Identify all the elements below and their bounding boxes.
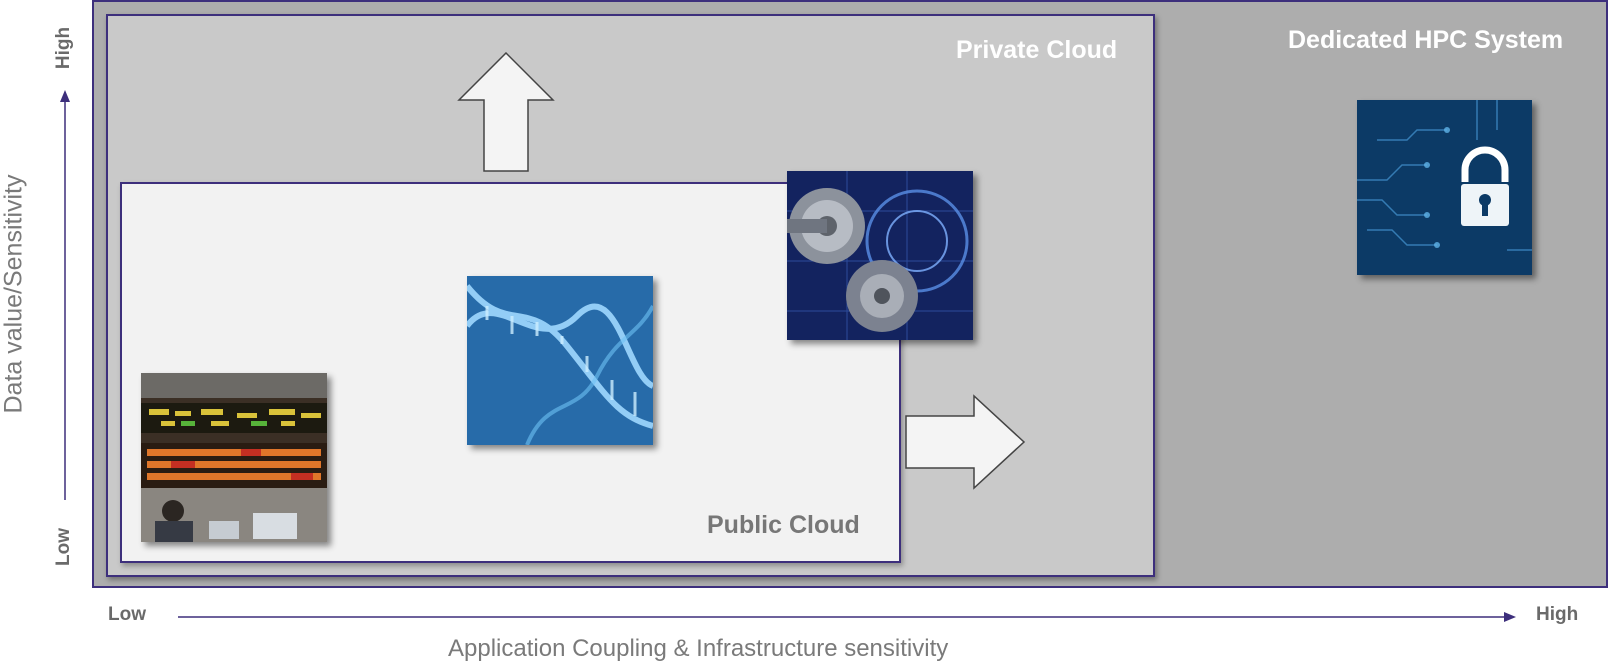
x-axis-title: Application Coupling & Infrastructure se…	[448, 635, 949, 662]
hpc-label: Dedicated HPC System	[1288, 26, 1564, 54]
x-axis-line	[178, 612, 1516, 622]
dna-image	[467, 276, 653, 445]
right-arrow-icon	[905, 394, 1026, 490]
private-cloud-label: Private Cloud	[956, 36, 1118, 64]
y-axis-low-label: Low	[53, 528, 74, 566]
lock-image	[1357, 100, 1532, 275]
public-cloud-label: Public Cloud	[707, 511, 860, 539]
stock-exchange-image	[141, 373, 327, 542]
gears-image	[787, 171, 973, 340]
y-axis-line	[60, 90, 70, 500]
y-axis-high-label: High	[53, 26, 74, 70]
x-axis-low-label: Low	[108, 604, 146, 625]
up-arrow-icon	[457, 52, 555, 172]
x-axis-high-label: High	[1536, 604, 1579, 625]
y-axis-title: Data value/Sensitivity	[0, 174, 28, 414]
